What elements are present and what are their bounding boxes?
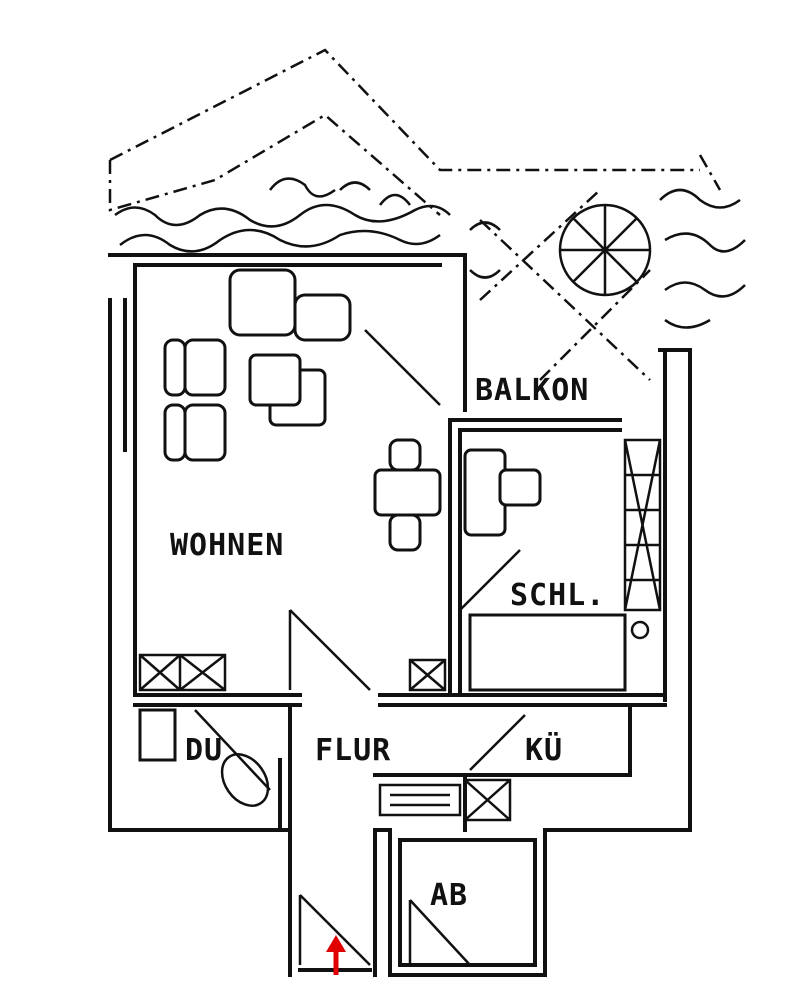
doors [194,329,526,966]
room-label-storage: AB [430,878,468,913]
room-label-living: WOHNEN [170,528,284,563]
room-label-shower: DU [185,733,223,768]
room-label-balcony: BALKON [475,373,589,408]
walls [108,253,692,977]
room-label-hallway: FLUR [315,733,391,768]
planter-vegetation [114,177,746,381]
entrance-arrow-icon [326,935,346,975]
furniture [138,268,662,822]
room-label-bedroom: SCHL. [510,578,605,613]
roof-outline [108,48,722,216]
room-label-kitchen: KÜ [525,731,563,768]
